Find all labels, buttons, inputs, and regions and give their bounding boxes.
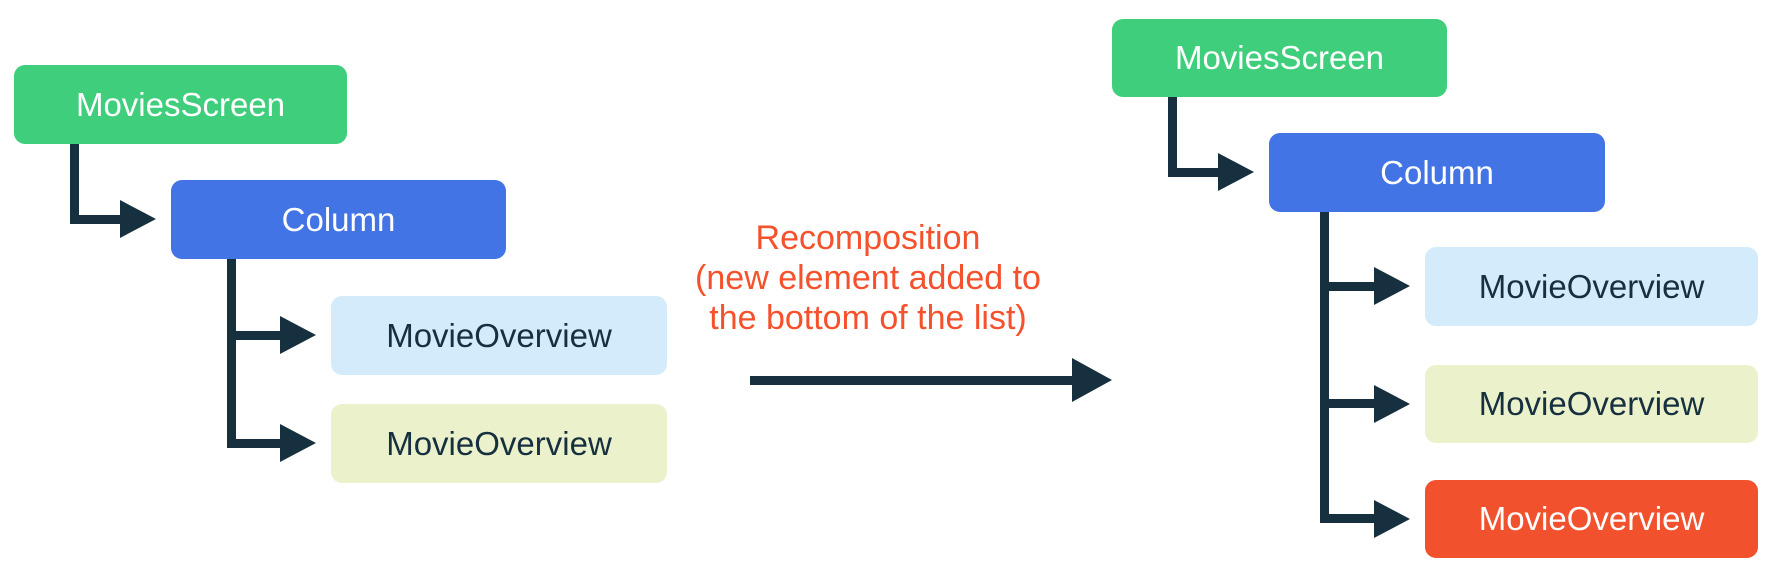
right-tree-movieoverview-2: MovieOverview bbox=[1425, 365, 1758, 443]
right-branch-3-line bbox=[1320, 514, 1374, 523]
left-tree-root-moviesscreen: MoviesScreen bbox=[14, 65, 347, 144]
caption-line-3: the bottom of the list) bbox=[709, 299, 1027, 337]
right-tree-movieoverview-3-new: MovieOverview bbox=[1425, 480, 1758, 558]
arrow-head-icon bbox=[1374, 385, 1410, 423]
left-connector-column-vertical-line bbox=[227, 259, 236, 448]
recomposition-caption: Recomposition (new element added to the … bbox=[638, 218, 1098, 338]
right-branch-1-line bbox=[1320, 282, 1374, 291]
left-tree-column: Column bbox=[171, 180, 506, 259]
right-tree-root-moviesscreen: MoviesScreen bbox=[1112, 19, 1447, 97]
right-connector-root-vertical-line bbox=[1168, 97, 1177, 177]
caption-line-2: (new element added to bbox=[695, 259, 1041, 297]
arrow-head-icon bbox=[1218, 153, 1254, 191]
right-tree-column: Column bbox=[1269, 133, 1605, 212]
left-connector-root-horizontal-line bbox=[70, 215, 125, 224]
right-connector-root-horizontal-line bbox=[1168, 168, 1218, 177]
left-branch-2-line bbox=[227, 439, 280, 448]
left-tree-movieoverview-2: MovieOverview bbox=[331, 404, 667, 483]
arrow-head-icon bbox=[280, 316, 316, 354]
arrow-head-icon bbox=[120, 200, 156, 238]
recomposition-arrow-line bbox=[750, 376, 1072, 385]
caption-line-1: Recomposition bbox=[755, 219, 981, 257]
left-connector-root-vertical-line bbox=[70, 144, 79, 224]
right-connector-column-vertical-line bbox=[1320, 212, 1329, 523]
left-tree-movieoverview-1: MovieOverview bbox=[331, 296, 667, 375]
arrow-head-icon bbox=[1374, 500, 1410, 538]
arrow-head-icon bbox=[1374, 267, 1410, 305]
arrow-head-icon bbox=[280, 424, 316, 462]
right-tree-movieoverview-1: MovieOverview bbox=[1425, 247, 1758, 326]
right-branch-2-line bbox=[1320, 399, 1374, 408]
arrow-head-icon bbox=[1072, 358, 1112, 402]
left-branch-1-line bbox=[227, 331, 280, 340]
